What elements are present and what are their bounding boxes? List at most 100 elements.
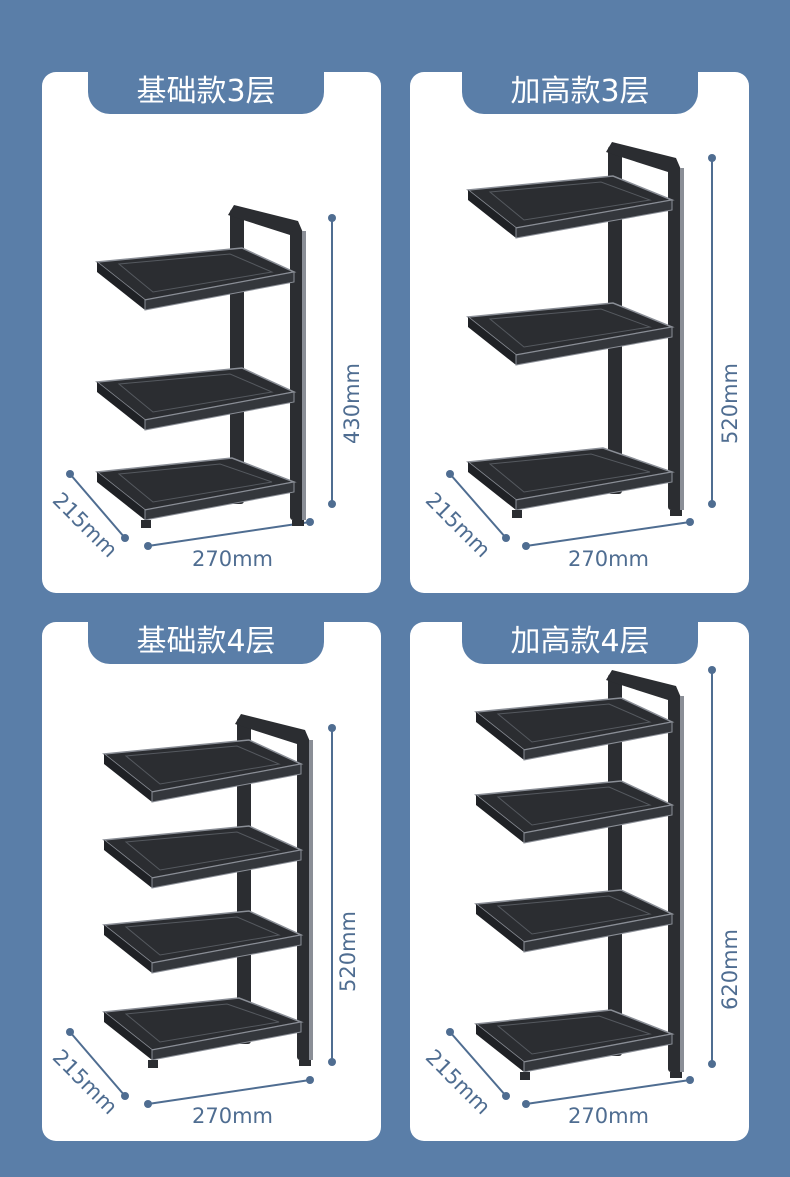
dimension-lines [446, 666, 716, 1108]
shelf-pattern [124, 916, 281, 956]
width-dimension-line [525, 1079, 691, 1105]
card-title: 基础款4层 [88, 622, 324, 664]
shelf-pattern [496, 895, 652, 935]
rack-illustration [446, 142, 716, 550]
depth-dimension-line [69, 473, 126, 539]
rack-foot [299, 1060, 311, 1066]
shelf-tier [466, 447, 675, 511]
rack-frame [606, 670, 684, 1072]
shelf-tier [474, 889, 675, 953]
shelf-side [104, 1012, 152, 1060]
rack-foot [148, 1060, 158, 1068]
rack-foot [520, 1072, 530, 1080]
dimension-end-dot [328, 500, 336, 508]
shelf-tier [95, 457, 297, 521]
frame-arch [606, 670, 682, 710]
dimension-lines [446, 154, 716, 550]
dimension-end-dot [502, 534, 510, 542]
card-title: 加高款4层 [462, 622, 698, 664]
shelf-pattern [124, 831, 281, 871]
dimension-end-dot [686, 518, 694, 526]
shelf-pattern [117, 373, 274, 413]
width-label: 270mm [568, 547, 649, 571]
product-card-basic-3-tier: 基础款3层 430mm 215mm 270mm [42, 72, 381, 593]
post-edge [680, 696, 684, 1072]
shelf-front [144, 271, 295, 311]
frame-arch [235, 714, 311, 754]
depth-dimension-line [69, 1031, 126, 1097]
post-edge [680, 168, 684, 510]
height-label: 430mm [340, 363, 364, 444]
dimension-end-dot [522, 1100, 530, 1108]
shelf-side [97, 472, 145, 520]
dimension-end-dot [686, 1076, 694, 1084]
rack-foot [141, 520, 151, 528]
shelf-side [476, 795, 524, 843]
shelf-pattern [496, 703, 652, 743]
product-card-basic-4-tier: 基础款4层 520mm 215mm 270mm [42, 622, 381, 1141]
dimension-end-dot [708, 500, 716, 508]
shelf-tier [466, 175, 675, 239]
dimension-end-dot [121, 534, 129, 542]
depth-dimension-line [449, 1031, 507, 1097]
rack-illustration [66, 714, 336, 1108]
shelf-front [523, 721, 673, 761]
width-dimension-line [147, 521, 311, 547]
shelf-tier [102, 825, 304, 889]
shelf-tier [95, 367, 297, 431]
shelf-front [151, 934, 302, 974]
dimension-end-dot [328, 724, 336, 732]
rack-frame [235, 714, 313, 1060]
dimension-end-dot [306, 518, 314, 526]
dimension-lines [66, 724, 336, 1108]
height-label: 520mm [336, 911, 360, 992]
dimension-end-dot [66, 470, 74, 478]
width-label: 270mm [192, 1104, 273, 1128]
shelf-front [151, 763, 302, 803]
dimension-end-dot [144, 542, 152, 550]
post-edge [309, 740, 313, 1060]
shelf-pattern [488, 308, 652, 348]
width-label: 270mm [192, 547, 273, 571]
shelf-side [468, 190, 516, 238]
dimension-end-dot [522, 542, 530, 550]
shelf-side [104, 840, 152, 888]
dimension-end-dot [708, 666, 716, 674]
shelf-front [151, 849, 302, 889]
shelf-side [104, 925, 152, 973]
shelf-pattern [488, 453, 651, 493]
shelf-tier [474, 780, 675, 844]
shelf-front [523, 804, 673, 844]
frame-arch [228, 205, 304, 245]
shelf-side [97, 262, 145, 310]
rack-foot [292, 520, 304, 526]
height-label: 620mm [718, 929, 742, 1010]
shelf-side [104, 754, 152, 802]
post-edge [302, 231, 306, 520]
shelf-pattern [124, 1003, 280, 1043]
shelf-tier [474, 1009, 675, 1073]
rear-post [237, 718, 251, 1044]
width-dimension-line [147, 1079, 311, 1105]
shelf-pattern [117, 253, 274, 293]
shelf-front [515, 471, 673, 511]
dimension-end-dot [502, 1092, 510, 1100]
depth-dimension-line [449, 473, 507, 539]
rear-post [608, 674, 622, 1056]
shelf-side [476, 712, 524, 760]
shelf-tier [466, 302, 675, 366]
dimension-end-dot [328, 214, 336, 222]
dimension-end-dot [708, 154, 716, 162]
card-title: 基础款3层 [88, 72, 324, 114]
shelf-front [144, 391, 295, 431]
shelf-front [515, 199, 673, 239]
dimension-end-dot [328, 1058, 336, 1066]
shelf-pattern [124, 745, 281, 785]
product-card-tall-3-tier: 加高款3层 520mm 215mm 270mm [410, 72, 749, 593]
shelf-pattern [496, 1015, 652, 1055]
card-title: 加高款3层 [462, 72, 698, 114]
shelf-tier [102, 997, 304, 1061]
shelf-front [515, 326, 673, 366]
shelf-front [523, 1033, 673, 1073]
shelf-pattern [496, 786, 652, 826]
